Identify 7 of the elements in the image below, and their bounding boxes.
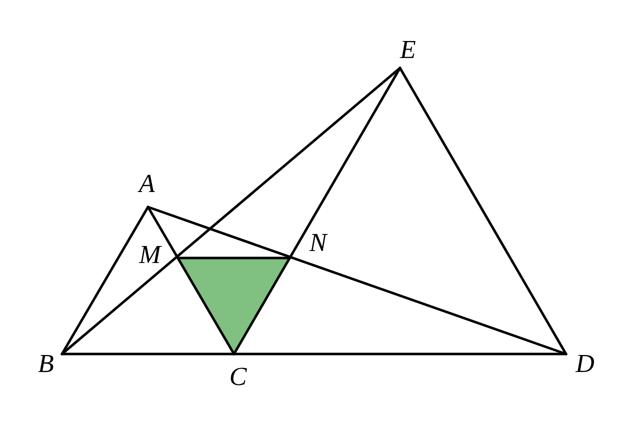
point-label: D: [576, 351, 594, 377]
point-label: A: [139, 171, 155, 197]
point-label: B: [38, 351, 54, 377]
point-label: E: [400, 37, 416, 63]
point-label: M: [139, 242, 161, 268]
point-label: C: [229, 364, 247, 390]
point-label: N: [309, 230, 327, 256]
